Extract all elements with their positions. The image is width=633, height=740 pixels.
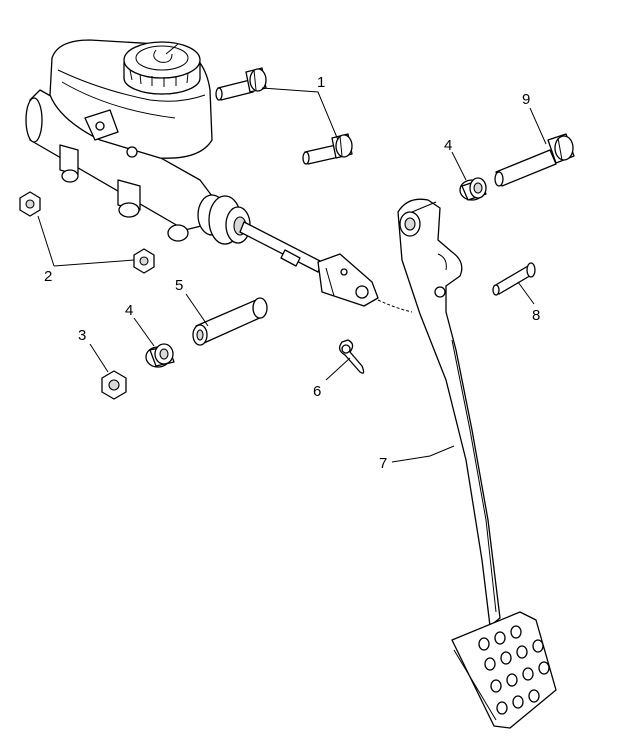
bushing-upper [459,177,487,201]
nut-3 [101,370,127,400]
callout-7: 7 [379,455,387,472]
callout-9: 9 [522,91,530,108]
bolt-lower [302,133,353,165]
reservoir-cap [123,41,201,95]
callout-4-upper: 4 [444,137,452,154]
pedal-pad-holes [478,625,550,715]
retaining-clip [338,339,365,374]
nut-left [19,191,41,217]
callout-labels: 1 2 3 4 4 5 6 7 8 9 [44,74,540,472]
brake-pedal [397,198,557,729]
callout-3: 3 [78,327,86,344]
callout-8: 8 [532,307,540,324]
pivot-bolt [494,133,575,187]
callout-4-lower: 4 [125,302,133,319]
bushing-lower [145,343,175,368]
nut-right [133,248,155,274]
leader-lines [37,87,547,463]
callout-6: 6 [313,383,321,400]
spacer-sleeve [192,297,268,346]
bolt-upper [215,67,267,101]
push-rod-assembly [197,194,379,307]
callout-5: 5 [175,277,183,294]
callout-2: 2 [44,268,52,285]
callout-1: 1 [317,74,325,91]
master-cylinder [25,39,216,242]
clevis-pin [492,262,536,296]
